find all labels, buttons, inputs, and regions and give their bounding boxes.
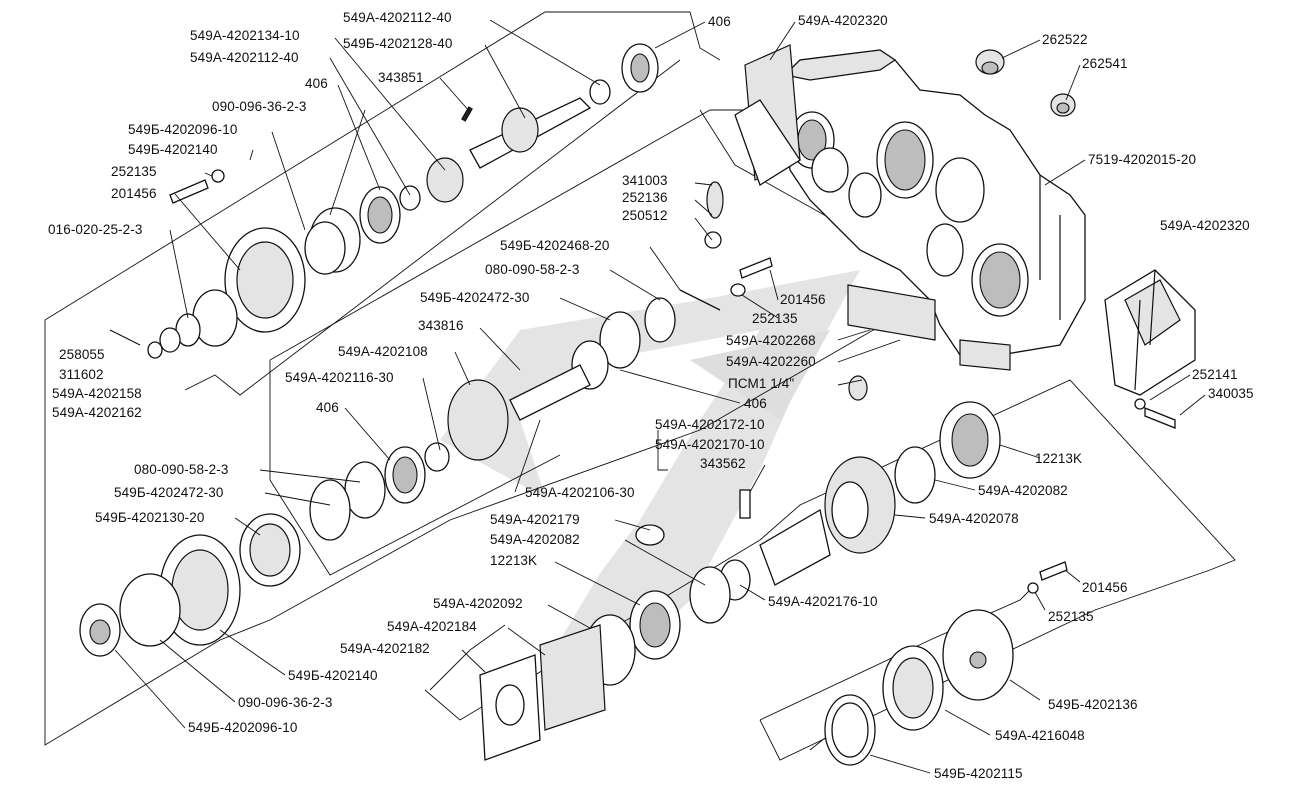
gearbox-housing xyxy=(783,49,1086,371)
label-549b-4202472-30-b: 549Б-4202472-30 xyxy=(114,485,224,500)
label-549a-4216048: 549A-4216048 xyxy=(995,728,1085,743)
label-262541: 262541 xyxy=(1082,56,1128,71)
label-406: 406 xyxy=(708,14,731,29)
label-080-090-58-2-3-b: 080-090-58-2-3 xyxy=(134,462,229,477)
label-343562: 343562 xyxy=(700,456,746,471)
label-341003: 341003 xyxy=(622,173,668,188)
label-549b-4202128-40: 549Б-4202128-40 xyxy=(343,36,453,51)
plug-262541 xyxy=(1050,93,1076,117)
label-549a-4202108: 549A-4202108 xyxy=(338,344,428,359)
label-549a-4202268: 549A-4202268 xyxy=(726,333,816,348)
leader-lines xyxy=(114,19,1206,774)
label-549a-4202184: 549A-4202184 xyxy=(387,619,477,634)
label-549a-4202112-40-b: 549A-4202112-40 xyxy=(190,50,299,65)
label-201456-c: 201456 xyxy=(1082,580,1128,595)
label-549b-4202130-20: 549Б-4202130-20 xyxy=(95,510,205,525)
label-549a-4202320: 549A-4202320 xyxy=(798,13,888,28)
label-252135: 252135 xyxy=(111,164,157,179)
label-201456: 201456 xyxy=(111,186,157,201)
label-549b-4202115: 549Б-4202115 xyxy=(934,766,1023,781)
boundary-gasket xyxy=(429,624,506,691)
label-343816: 343816 xyxy=(418,318,464,333)
label-549a-4202082-b: 549A-4202082 xyxy=(490,532,580,547)
label-340035: 340035 xyxy=(1208,386,1254,401)
label-549b-4202140: 549Б-4202140 xyxy=(128,142,218,157)
label-311602: 311602 xyxy=(59,367,104,382)
label-549b-4202140-b: 549Б-4202140 xyxy=(288,668,378,683)
label-258055: 258055 xyxy=(59,347,105,362)
boundary-upper-shaft-lower xyxy=(184,59,681,396)
cover-plate-top xyxy=(734,44,801,186)
label-090-096-36-2-3: 090-096-36-2-3 xyxy=(212,99,307,114)
label-549a-4202320-b: 549A-4202320 xyxy=(1160,218,1250,233)
label-549a-4202106-30: 549A-4202106-30 xyxy=(525,485,635,500)
label-549b-4202136: 549Б-4202136 xyxy=(1048,697,1138,712)
label-406-b: 406 xyxy=(305,76,328,91)
label-016-020-25-2-3: 016-020-25-2-3 xyxy=(48,222,143,237)
support-bracket xyxy=(1104,269,1196,396)
upper-shaft-parts xyxy=(109,43,659,359)
label-549a-4202158: 549A-4202158 xyxy=(52,386,142,401)
label-252141: 252141 xyxy=(1192,367,1238,382)
label-549a-4202162: 549A-4202162 xyxy=(52,405,142,420)
middle-shaft-parts xyxy=(79,181,868,657)
label-252135-c: 252135 xyxy=(1048,609,1094,624)
label-250512: 250512 xyxy=(622,208,668,223)
label-549a-4202176-10: 549A-4202176-10 xyxy=(768,594,878,609)
label-549a-4202170-10: 549A-4202170-10 xyxy=(655,437,765,452)
label-201456-b: 201456 xyxy=(780,292,826,307)
watermark-logo xyxy=(440,270,860,690)
label-549a-4202260: 549A-4202260 xyxy=(726,354,816,369)
label-549a-4202134-10: 549A-4202134-10 xyxy=(190,28,300,43)
label-090-096-36-2-3-b: 090-096-36-2-3 xyxy=(238,695,333,710)
label-psm1-quarter: ПСМ1 1/4" xyxy=(728,376,795,391)
label-549a-4202082: 549A-4202082 xyxy=(978,483,1068,498)
label-252136: 252136 xyxy=(622,190,668,205)
label-406-c: 406 xyxy=(744,396,767,411)
label-406-d: 406 xyxy=(316,400,339,415)
label-252135-b: 252135 xyxy=(752,311,798,326)
label-080-090-58-2-3: 080-090-58-2-3 xyxy=(485,262,580,277)
label-549b-4202096-10: 549Б-4202096-10 xyxy=(128,122,238,137)
label-262522: 262522 xyxy=(1042,32,1088,47)
label-549a-4202116-30: 549A-4202116-30 xyxy=(285,370,394,385)
plug-262522 xyxy=(975,49,1005,75)
label-549a-4202078: 549A-4202078 xyxy=(929,511,1019,526)
label-7519-4202015-20: 7519-4202015-20 xyxy=(1088,152,1197,167)
label-12213k: 12213K xyxy=(1035,451,1083,466)
label-549a-4202172-10: 549A-4202172-10 xyxy=(655,417,765,432)
label-549b-4202468-20: 549Б-4202468-20 xyxy=(500,238,610,253)
label-549a-4202092: 549A-4202092 xyxy=(433,596,523,611)
label-549b-4202096-10-b: 549Б-4202096-10 xyxy=(188,720,298,735)
boundary-middle-shaft-b xyxy=(269,360,561,576)
lower-shaft-parts xyxy=(479,401,1001,761)
label-549a-4202182: 549A-4202182 xyxy=(340,641,430,656)
label-549b-4202472-30: 549Б-4202472-30 xyxy=(420,290,530,305)
label-549a-4202179: 549A-4202179 xyxy=(490,512,580,527)
boundary-upper-shaft xyxy=(44,279,961,746)
end-cover-parts xyxy=(824,398,1176,766)
label-343851: 343851 xyxy=(378,70,424,85)
label-549a-4202112-40: 549A-4202112-40 xyxy=(343,10,452,25)
boundary-upper-shaft-top xyxy=(44,11,721,321)
label-12213k-b: 12213K xyxy=(490,553,538,568)
